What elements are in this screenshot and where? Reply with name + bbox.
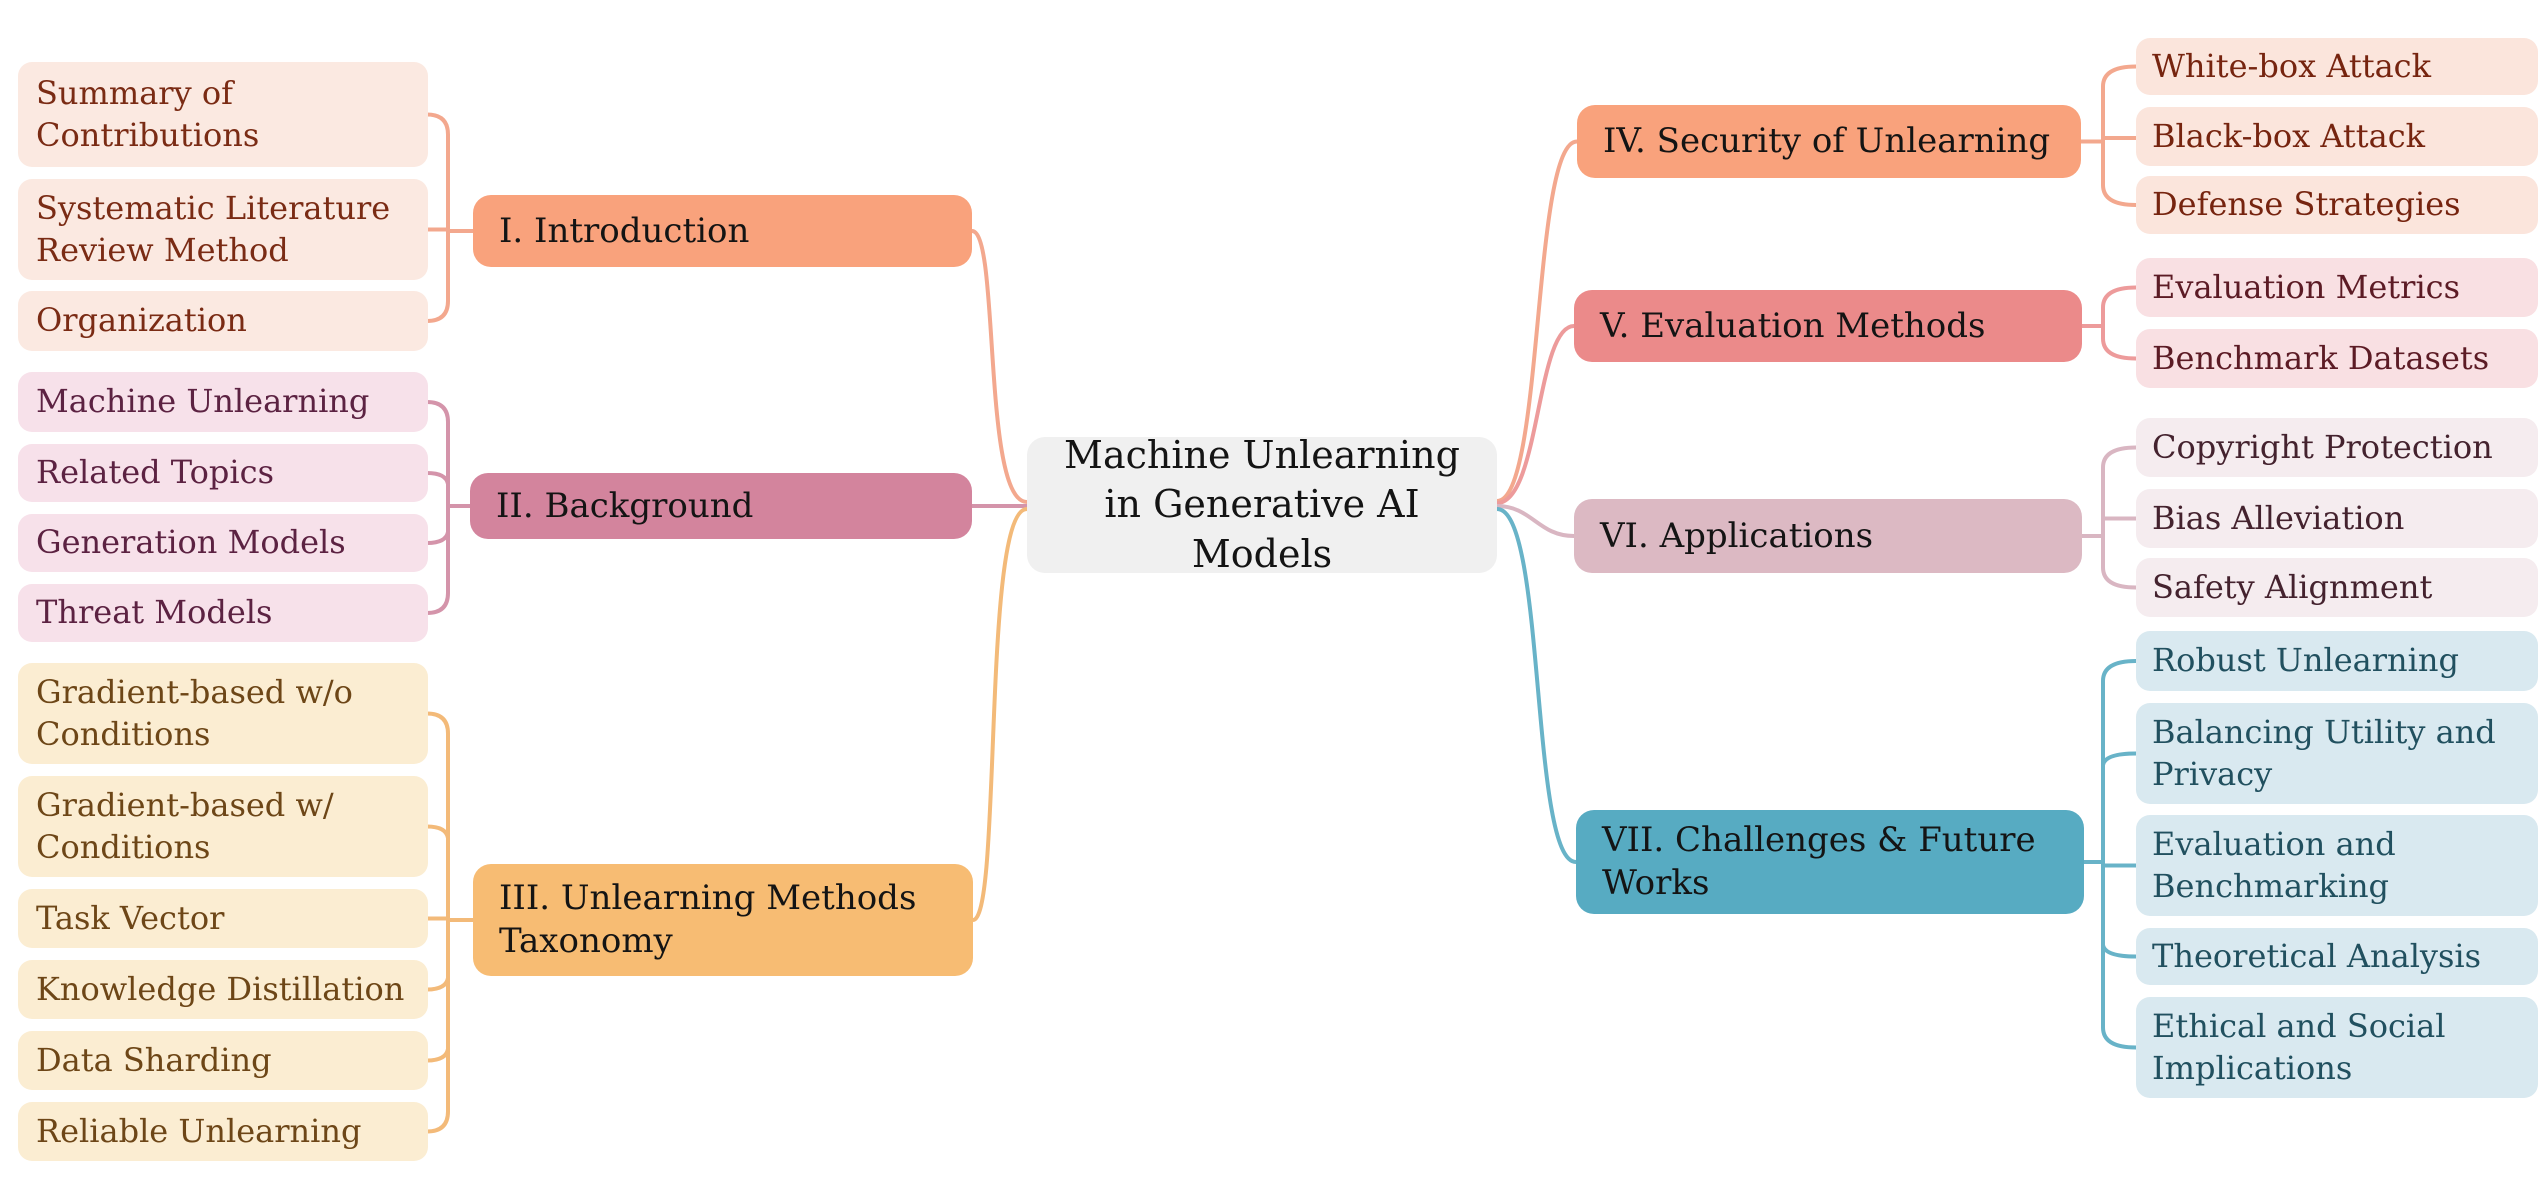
leaf-theoretical-analysis: Theoretical Analysis (2136, 928, 2538, 985)
leaf-balancing-utility-and-privacy: Balancing Utility and Privacy (2136, 703, 2538, 804)
leaf-machine-unlearning: Machine Unlearning (18, 372, 428, 432)
leaf-task-vector: Task Vector (18, 889, 428, 948)
branch-challenges-label: VII. Challenges & Future Works (1602, 820, 2036, 903)
branch-evaluation-label: V. Evaluation Methods (1600, 305, 1986, 346)
leaf-label: Ethical and Social Implications (2152, 1006, 2446, 1087)
leaf-copyright-protection: Copyright Protection (2136, 418, 2538, 477)
leaf-label: Bias Alleviation (2152, 498, 2405, 537)
connector-group-taxonomy (425, 711, 475, 1134)
curve-center-to-introduction (970, 229, 1029, 504)
leaf-summary-of-contributions: Summary of Contributions (18, 62, 428, 167)
leaf-label: Knowledge Distillation (36, 969, 405, 1008)
branch-evaluation: V. Evaluation Methods (1574, 290, 2082, 362)
leaf-label: Balancing Utility and Privacy (2152, 712, 2496, 793)
leaf-label: Black-box Attack (2152, 116, 2426, 155)
leaf-label: Systematic Literature Review Method (36, 188, 391, 269)
leaf-label: Organization (36, 301, 247, 340)
leaf-data-sharding: Data Sharding (18, 1031, 428, 1090)
leaf-label: White-box Attack (2152, 46, 2431, 85)
branch-security-label: IV. Security of Unlearning (1603, 121, 2051, 162)
branch-introduction: I. Introduction (473, 195, 972, 267)
leaf-reliable-unlearning: Reliable Unlearning (18, 1102, 428, 1161)
leaf-label: Copyright Protection (2152, 427, 2493, 466)
leaf-generation-models: Generation Models (18, 514, 428, 572)
branch-challenges: VII. Challenges & Future Works (1576, 810, 2084, 914)
leaf-organization: Organization (18, 291, 428, 351)
leaf-safety-alignment: Safety Alignment (2136, 558, 2538, 617)
leaf-evaluation-metrics: Evaluation Metrics (2136, 258, 2538, 317)
leaf-label: Gradient-based w/ Conditions (36, 785, 334, 866)
leaf-label: Threat Models (36, 593, 273, 632)
leaf-label: Generation Models (36, 523, 346, 562)
branch-taxonomy-label: III. Unlearning Methods Taxonomy (499, 878, 917, 961)
center-topic-label: Machine Unlearning in Generative AI Mode… (1064, 432, 1460, 576)
leaf-label: Gradient-based w/o Conditions (36, 672, 353, 753)
leaf-label: Robust Unlearning (2152, 641, 2459, 680)
curve-center-to-taxonomy (971, 507, 1029, 922)
leaf-label: Defense Strategies (2152, 185, 2461, 224)
leaf-black-box-attack: Black-box Attack (2136, 107, 2538, 166)
branch-security: IV. Security of Unlearning (1577, 105, 2081, 178)
connector-group-security (2079, 64, 2138, 207)
leaf-label: Data Sharding (36, 1040, 272, 1079)
connector-group-challenges (2082, 659, 2138, 1050)
connector-group-background (425, 400, 472, 615)
leaf-label: Machine Unlearning (36, 382, 370, 421)
connector-group-applications (2080, 445, 2138, 590)
connector-group-evaluation (2080, 285, 2138, 361)
curve-center-to-challenges (1495, 507, 1578, 864)
curve-center-to-applications (1495, 504, 1576, 538)
leaf-gradient-based-w-conditions: Gradient-based w/ Conditions (18, 776, 428, 877)
leaf-systematic-literature-review-method: Systematic Literature Review Method (18, 179, 428, 280)
leaf-label: Summary of Contributions (36, 73, 260, 154)
leaf-bias-alleviation: Bias Alleviation (2136, 489, 2538, 548)
leaf-label: Theoretical Analysis (2152, 936, 2482, 975)
branch-taxonomy: III. Unlearning Methods Taxonomy (473, 864, 973, 976)
leaf-label: Evaluation and Benchmarking (2152, 824, 2396, 905)
leaf-related-topics: Related Topics (18, 444, 428, 502)
leaf-label: Related Topics (36, 453, 274, 492)
leaf-label: Safety Alignment (2152, 567, 2433, 606)
leaf-gradient-based-wo-conditions: Gradient-based w/o Conditions (18, 663, 428, 764)
leaf-benchmark-datasets: Benchmark Datasets (2136, 329, 2538, 388)
curve-center-to-security (1495, 139, 1579, 503)
branch-background-label: II. Background (496, 485, 754, 526)
branch-applications: VI. Applications (1574, 499, 2082, 573)
branch-applications-label: VI. Applications (1600, 515, 1874, 556)
leaf-label: Reliable Unlearning (36, 1111, 362, 1150)
branch-background: II. Background (470, 473, 972, 539)
leaf-ethical-and-social-implications: Ethical and Social Implications (2136, 997, 2538, 1098)
connector-group-introduction (425, 112, 475, 323)
leaf-label: Task Vector (36, 898, 225, 937)
leaf-robust-unlearning: Robust Unlearning (2136, 631, 2538, 691)
leaf-label: Benchmark Datasets (2152, 338, 2490, 377)
branch-introduction-label: I. Introduction (499, 210, 750, 251)
leaf-evaluation-and-benchmarking: Evaluation and Benchmarking (2136, 815, 2538, 916)
leaf-defense-strategies: Defense Strategies (2136, 176, 2538, 234)
leaf-knowledge-distillation: Knowledge Distillation (18, 960, 428, 1019)
leaf-white-box-attack: White-box Attack (2136, 38, 2538, 95)
leaf-threat-models: Threat Models (18, 584, 428, 642)
leaf-label: Evaluation Metrics (2152, 267, 2461, 306)
center-topic: Machine Unlearning in Generative AI Mode… (1027, 433, 1497, 576)
curve-center-to-evaluation (1495, 324, 1576, 505)
